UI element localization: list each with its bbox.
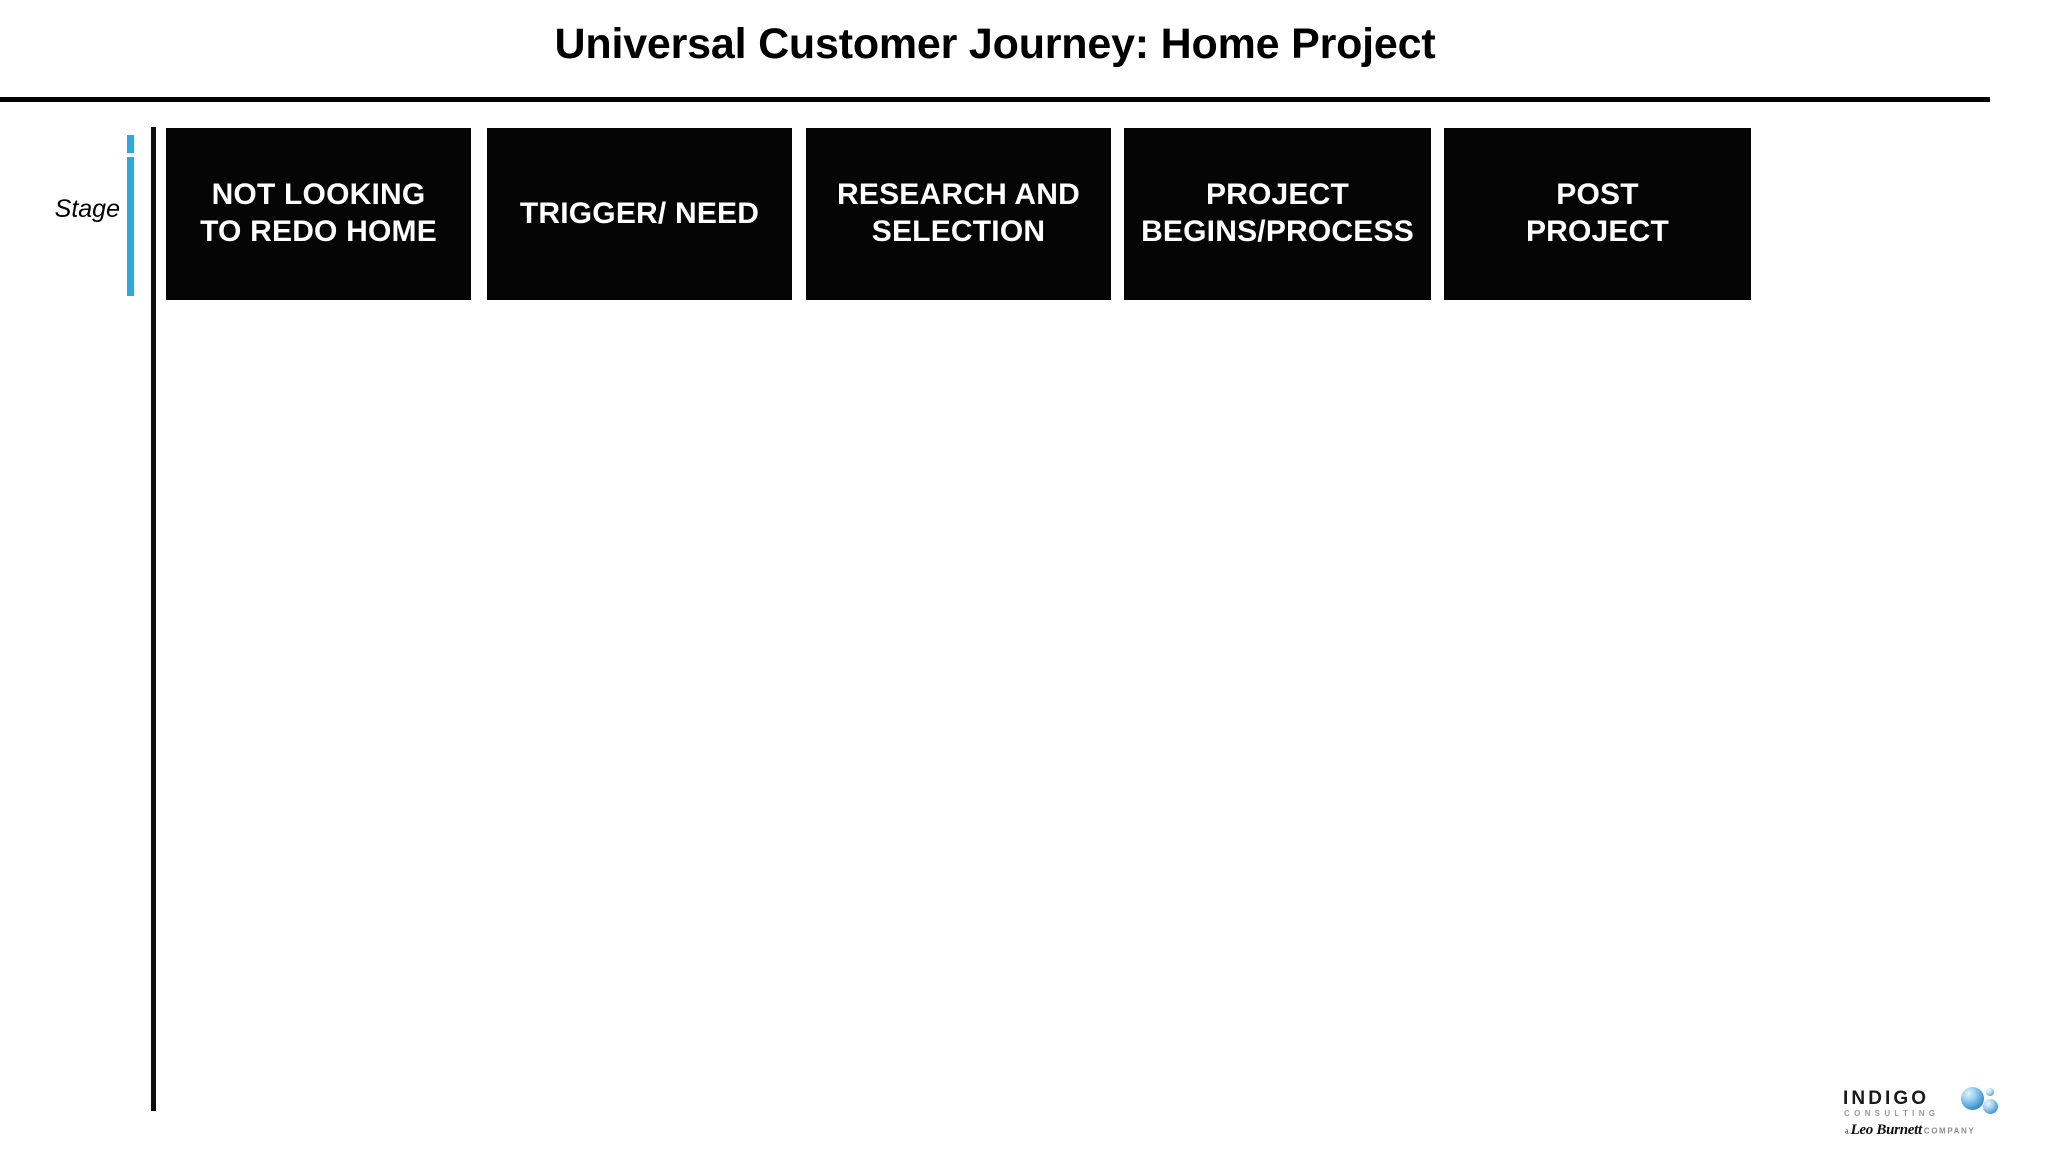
logo-wordmark-group: INDIGO [1843, 1089, 1929, 1108]
logo-subtitle-text: CONSULTING [1844, 1109, 1940, 1118]
stage-box-post-project[interactable]: POST PROJECT [1444, 128, 1751, 300]
sphere-small-icon [1986, 1088, 1994, 1096]
stage-box-research-and-selection[interactable]: RESEARCH AND SELECTION [806, 128, 1111, 300]
logo-tagline-script: Leo Burnett [1850, 1122, 1923, 1139]
blue-accent-bar [127, 157, 134, 296]
stage-box-label: PROJECT BEGINS/PROCESS [1141, 178, 1414, 248]
stage-row-label: Stage [54, 195, 120, 223]
title-divider-rule [0, 97, 1990, 102]
logo-spheres-group [1961, 1087, 2009, 1119]
sphere-large-icon [1961, 1087, 1984, 1110]
page-title: Universal Customer Journey: Home Project [554, 20, 1436, 68]
stage-box-project-begins-process[interactable]: PROJECT BEGINS/PROCESS [1124, 128, 1431, 300]
logo-wordmark-text: INDIGO [1843, 1088, 1930, 1109]
blue-accent-bar-top [127, 135, 134, 153]
stage-box-label: NOT LOOKING TO REDO HOME [200, 178, 437, 248]
logo-tagline-suffix: COMPANY [1923, 1126, 1976, 1136]
stage-box-not-looking-to-redo-home[interactable]: NOT LOOKING TO REDO HOME [166, 128, 471, 300]
stage-box-label: POST PROJECT [1525, 178, 1670, 248]
slide-work-area[interactable] [156, 300, 1990, 1111]
stage-box-label: TRIGGER/ NEED [519, 196, 760, 230]
logo-tagline-prefix: a [1845, 1126, 1849, 1136]
stage-box-label: RESEARCH AND SELECTION [837, 178, 1080, 248]
sphere-medium-icon [1983, 1099, 1998, 1114]
vertical-divider-rule [151, 127, 156, 1111]
stage-box-trigger-need[interactable]: TRIGGER/ NEED [487, 128, 792, 300]
